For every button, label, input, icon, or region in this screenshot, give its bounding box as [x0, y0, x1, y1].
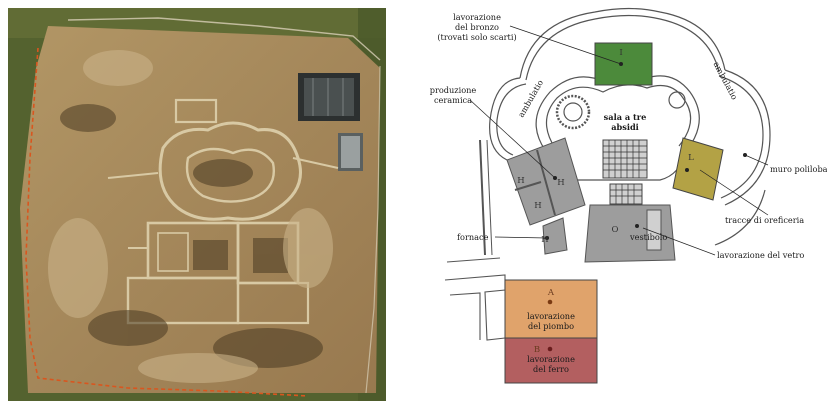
room-letter-goldsmith: L — [688, 153, 694, 163]
label-hall-l1: sala a tre — [604, 112, 647, 122]
label-ceramic-l2: ceramica — [434, 95, 472, 105]
southern-structures — [444, 139, 506, 341]
label-bronze-l1: lavorazione — [453, 12, 501, 22]
label-iron-l1: lavorazione — [527, 354, 575, 364]
aerial-photo — [8, 8, 386, 401]
room-letter-iron: B — [534, 345, 540, 355]
room-iron — [504, 337, 598, 384]
room-letter-bronze: I — [619, 48, 622, 58]
label-lead-l1: lavorazione — [527, 311, 575, 321]
greenhouse — [298, 73, 363, 171]
label-bronze-l3: (trovati solo scarti) — [437, 32, 516, 42]
room-dots — [545, 62, 747, 352]
room-letter-ceramic-1: H — [517, 176, 524, 186]
label-iron-l2: del ferro — [533, 364, 569, 374]
label-glass: lavorazione del vetro — [717, 250, 804, 260]
light-patches — [48, 50, 333, 383]
room-letter-furnace: H — [541, 235, 548, 245]
label-wall: muro polilobato — [770, 164, 827, 174]
label-vestibule: vestibolo — [629, 232, 667, 242]
room-lead — [504, 279, 598, 339]
site-plan: lavorazione del bronzo (trovati solo sca… — [430, 7, 827, 384]
label-hall-l2: absidi — [611, 122, 639, 132]
label-ambulatory-left: ambulatio — [516, 78, 545, 119]
shadow-areas — [60, 104, 323, 368]
room-letter-vestibule: O — [612, 225, 619, 235]
label-bronze-l2: del bronzo — [455, 22, 499, 32]
label-ambulatory-right: ambulatio — [711, 60, 739, 101]
label-ceramic-l1: produzione — [430, 85, 477, 95]
ruins — [107, 98, 339, 325]
label-leaders — [469, 25, 769, 256]
room-bronze — [594, 42, 653, 86]
label-furnace: fornace — [457, 232, 489, 242]
ceramic-rooms — [506, 137, 586, 255]
label-lead-l2: del piombo — [528, 321, 574, 331]
label-goldsmith: tracce di oreficeria — [725, 215, 804, 225]
room-letter-ceramic-2: H — [557, 178, 564, 188]
room-goldsmith — [672, 137, 724, 201]
room-letter-lead: A — [547, 288, 555, 298]
room-letter-ceramic-3: H — [534, 201, 541, 211]
mosaic-area — [602, 139, 648, 205]
